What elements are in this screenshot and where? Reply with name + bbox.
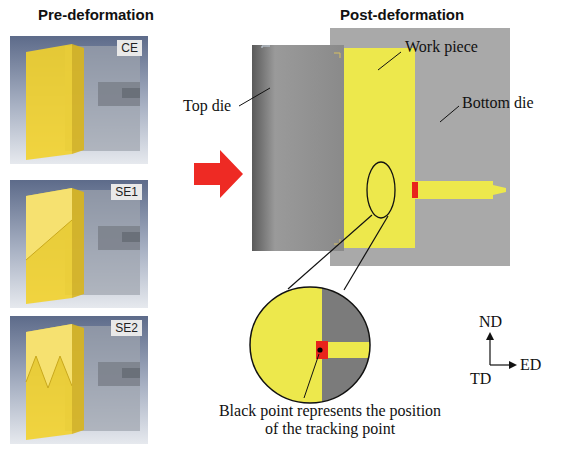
axis-label: ED xyxy=(520,356,541,374)
part-label: Work piece xyxy=(405,38,478,56)
simulation-panel: SE2 xyxy=(10,316,148,444)
part-label: Top die xyxy=(183,97,231,115)
case-label: SE1 xyxy=(111,184,142,200)
part-label: Bottom die xyxy=(462,94,534,112)
simulation-panel: CE xyxy=(10,36,148,164)
column-heading: Pre-deformation xyxy=(38,6,154,23)
simulation-panel: SE1 xyxy=(10,180,148,308)
note: Black point represents the position of t… xyxy=(215,402,445,439)
column-heading: Post-deformation xyxy=(340,6,464,23)
axis-label: TD xyxy=(470,370,491,388)
case-label: SE2 xyxy=(111,320,142,336)
case-label: CE xyxy=(117,40,142,56)
axis-label: ND xyxy=(479,313,502,331)
